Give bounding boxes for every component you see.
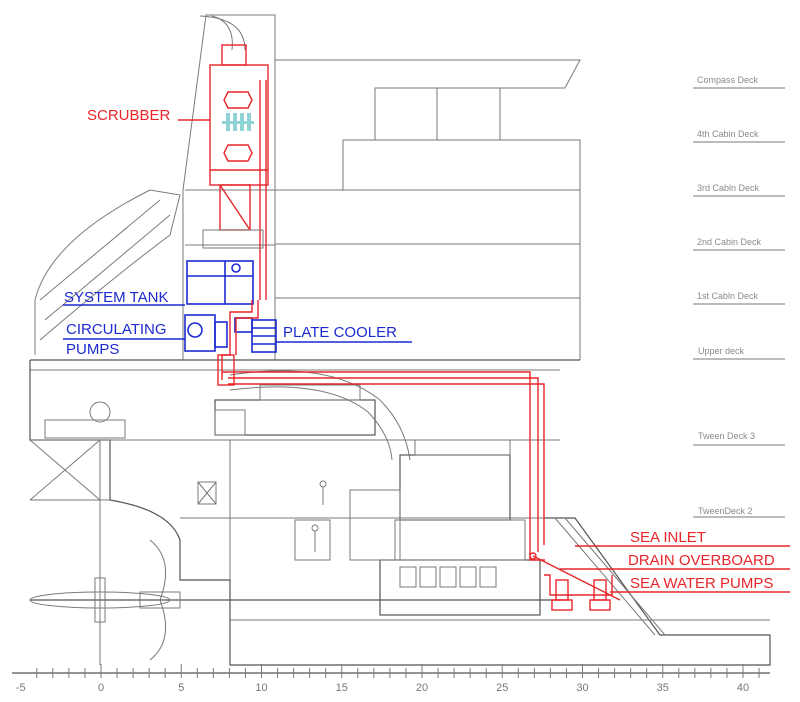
axis-tick-label: -5	[16, 682, 26, 694]
scrubber-unit	[199, 15, 269, 300]
deck-lines	[693, 87, 785, 518]
axis-tick-label: 35	[657, 682, 669, 694]
system-tank	[186, 260, 254, 305]
ship-structure	[29, 14, 771, 666]
sea-inlet-label: SEA INLET	[630, 529, 706, 546]
sea-water-piping	[217, 300, 621, 611]
system-tank-label: SYSTEM TANK	[64, 289, 168, 306]
axis-tick-label: 40	[737, 682, 749, 694]
frame-axis: -5 0 5 10 15 20 25 30 35 40	[12, 664, 770, 694]
deck-label: 2nd Cabin Deck	[697, 237, 762, 247]
plate-cooler-label: PLATE COOLER	[283, 324, 397, 341]
deck-label: 1st Cabln Deck	[697, 291, 759, 301]
circulating-pumps-label: CIRCULATING	[66, 321, 167, 338]
sea-water-pump	[589, 579, 611, 611]
sea-water-pump	[551, 579, 573, 611]
axis-tick-label: 10	[255, 682, 267, 694]
deck-label: Upper deck	[698, 346, 745, 356]
drain-overboard-label: DRAIN OVERBOARD	[628, 552, 775, 569]
deck-label: Compass Deck	[697, 75, 759, 85]
deck-label: Tween Deck 3	[698, 431, 755, 441]
deck-label: 3rd Cabln Deck	[697, 183, 760, 193]
axis-tick-label: 20	[416, 682, 428, 694]
axis-tick-label: 25	[496, 682, 508, 694]
sea-water-pumps-label: SEA WATER PUMPS	[630, 575, 773, 592]
circulating-pumps	[184, 314, 228, 352]
circulating-pumps-label-2: PUMPS	[66, 341, 119, 358]
axis-tick-label: 5	[178, 682, 184, 694]
cylinders	[399, 566, 497, 588]
scrubber-label: SCRUBBER	[87, 107, 171, 124]
axis-tick-label: 30	[576, 682, 588, 694]
scrubber-logo	[222, 113, 254, 131]
person-figure	[311, 480, 327, 552]
axis-tick-label: 15	[336, 682, 348, 694]
plate-cooler	[234, 317, 277, 353]
deck-label: 4th Cabin Deck	[697, 129, 759, 139]
deck-label: TweenDeck 2	[698, 506, 753, 516]
axis-tick-label: 0	[98, 682, 104, 694]
